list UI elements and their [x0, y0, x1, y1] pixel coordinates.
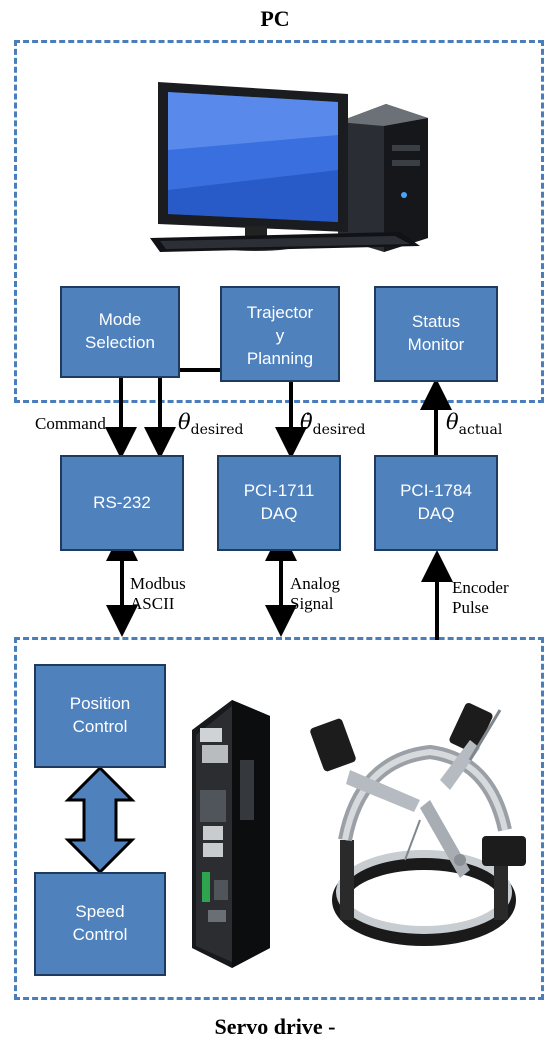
servo-group-border	[14, 637, 544, 1000]
pci1784-line1: PCI-1784	[400, 481, 472, 501]
encoder-line2: Pulse	[452, 598, 489, 618]
theta-actual-symbol: θ	[446, 410, 459, 434]
theta-desired-symbol: θ	[178, 410, 191, 434]
position-control-box: Position Control	[34, 664, 166, 768]
analog-line2: Signal	[290, 594, 334, 614]
trajectory-line2: y	[275, 325, 285, 345]
pci1711-daq-box: PCI-1711 DAQ	[217, 455, 341, 551]
modbus-line2: ASCII	[130, 594, 175, 614]
pci1711-line1: PCI-1711	[243, 481, 315, 501]
rs232-label: RS-232	[93, 492, 151, 512]
status-monitor-box: Status Monitor	[374, 286, 498, 382]
rs232-box: RS-232	[60, 455, 184, 551]
mode-selection-box: Mode Selection	[60, 286, 180, 378]
theta-actual-subscript: actual	[458, 422, 503, 439]
analog-signal-label: Analog Signal	[290, 574, 340, 615]
servo-drive-title: Servo drive -	[214, 1014, 336, 1039]
analog-line1: Analog	[290, 574, 341, 593]
mode-selection-line2: Selection	[85, 333, 155, 352]
trajectory-line3: Planning	[246, 348, 314, 368]
encoder-pulse-label: Encoder Pulse	[452, 578, 509, 619]
theta-desired-subscript: desired	[190, 422, 244, 439]
modbus-ascii-label: Modbus ASCII	[130, 574, 186, 615]
status-line2: Monitor	[407, 335, 465, 354]
pc-title: PC	[260, 6, 290, 31]
thetadot-desired-subscript: desired	[312, 422, 366, 439]
theta-actual-label: θactual	[446, 410, 536, 438]
thetadot-desired-label: θ̇desired	[300, 410, 376, 438]
speed-line2: Control	[72, 925, 128, 944]
trajectory-line1: Trajector	[246, 303, 314, 322]
speed-control-box: Speed Control	[34, 872, 166, 976]
theta-desired-label: θdesired	[178, 410, 268, 438]
status-line1: Status	[411, 312, 461, 332]
pci1784-daq-box: PCI-1784 DAQ	[374, 455, 498, 551]
pc-group-border	[14, 40, 544, 403]
mode-selection-line1: Mode	[98, 310, 142, 330]
speed-line1: Speed	[75, 902, 125, 922]
encoder-line1: Encoder	[452, 578, 509, 597]
modbus-line1: Modbus	[130, 574, 186, 593]
position-line2: Control	[72, 717, 128, 736]
pci1711-line2: DAQ	[260, 504, 298, 523]
pci1784-line2: DAQ	[417, 504, 455, 523]
position-line1: Position	[69, 694, 131, 714]
command-label: Command	[35, 414, 106, 433]
thetadot-desired-symbol: θ̇	[300, 410, 313, 434]
trajectory-planning-box: Trajector y Planning	[220, 286, 340, 382]
